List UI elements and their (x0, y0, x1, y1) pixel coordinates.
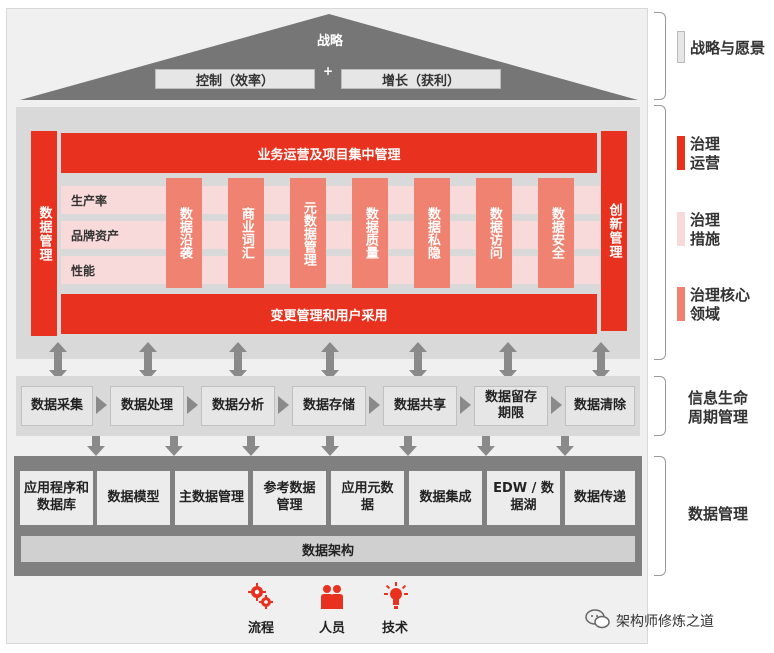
chevron-right-icon (187, 396, 198, 414)
domain-access: 数据访问 (476, 178, 512, 288)
lifecycle-step: 数据分析 (201, 386, 275, 426)
lifecycle-step: 数据清除 (565, 386, 635, 426)
roof-triangle (20, 14, 638, 100)
legend-gov-measures: 治理措施 (690, 211, 721, 248)
gov-measures-swatch (677, 212, 685, 246)
gov-ops-swatch (677, 136, 685, 170)
people-label: 人员 (318, 621, 345, 636)
bracket-strategy (654, 12, 666, 100)
people-icon (321, 585, 343, 609)
metric-band: 性能 (61, 256, 601, 284)
process-label: 流程 (247, 621, 274, 636)
dm-box: 参考数据管理 (253, 471, 326, 525)
dm-box: 应用元数据 (331, 471, 404, 525)
metric-band: 生产率 (61, 186, 601, 214)
lightbulb-icon (384, 582, 408, 609)
growth-pill: 增长（获利） (341, 69, 501, 89)
chevron-right-icon (278, 396, 289, 414)
legend-lifecycle: 信息生命周期管理 (688, 389, 749, 426)
gears-icon (248, 583, 273, 609)
dm-box: 应用程序和数据库 (20, 471, 93, 525)
legend-strategy: 战略与愿景 (690, 39, 766, 57)
legend-gov-core: 治理核心领域 (690, 286, 751, 323)
domain-security: 数据安全 (538, 178, 574, 288)
chevron-right-icon (96, 396, 107, 414)
metric-band: 品牌资产 (61, 221, 601, 249)
domain-privacy: 数据私隐 (414, 178, 450, 288)
double-arrows (49, 342, 610, 380)
gov-core-swatch (677, 287, 685, 321)
domain-business-glossary: 商业词汇 (228, 178, 264, 288)
control-pill: 控制（效率） (155, 69, 315, 89)
down-arrows (87, 436, 574, 456)
lifecycle-step: 数据采集 (21, 386, 93, 426)
legend-data-management: 数据管理 (688, 505, 749, 523)
lifecycle-step: 数据处理 (110, 386, 184, 426)
dm-box: 主数据管理 (175, 471, 248, 525)
domain-metadata: 元数据管理 (290, 178, 326, 288)
legend-gov-ops: 治理运营 (690, 135, 721, 172)
dm-box: 数据模型 (97, 471, 170, 525)
wechat-icon (585, 609, 610, 629)
lifecycle-step: 数据留存期限 (474, 386, 548, 426)
plus-sign: + (322, 64, 334, 78)
change-management-bar: 变更管理和用户采用 (61, 294, 597, 334)
chevron-right-icon (551, 396, 562, 414)
dm-box: 数据传递 (565, 471, 635, 525)
data-management-pillar: 数据管理 (31, 131, 57, 336)
dm-box: 数据集成 (409, 471, 482, 525)
lifecycle-step: 数据存储 (292, 386, 366, 426)
watermark-text: 架构师修炼之道 (616, 614, 714, 630)
bracket-data-management (654, 456, 666, 576)
innovation-management-pillar: 创新管理 (601, 131, 627, 331)
dm-box: EDW / 数据湖 (487, 471, 560, 525)
domain-quality: 数据质量 (352, 178, 388, 288)
bracket-governance (654, 105, 666, 360)
strategy-swatch (677, 31, 685, 63)
chevron-right-icon (460, 396, 471, 414)
domain-lineage: 数据沿袭 (166, 178, 202, 288)
operations-bar: 业务运营及项目集中管理 (61, 133, 597, 173)
bracket-lifecycle (654, 376, 666, 436)
technology-label: 技术 (381, 621, 408, 636)
data-architecture-bar: 数据架构 (21, 536, 635, 562)
lifecycle-step: 数据共享 (383, 386, 457, 426)
roof-title: 战略 (316, 34, 343, 49)
chevron-right-icon (369, 396, 380, 414)
